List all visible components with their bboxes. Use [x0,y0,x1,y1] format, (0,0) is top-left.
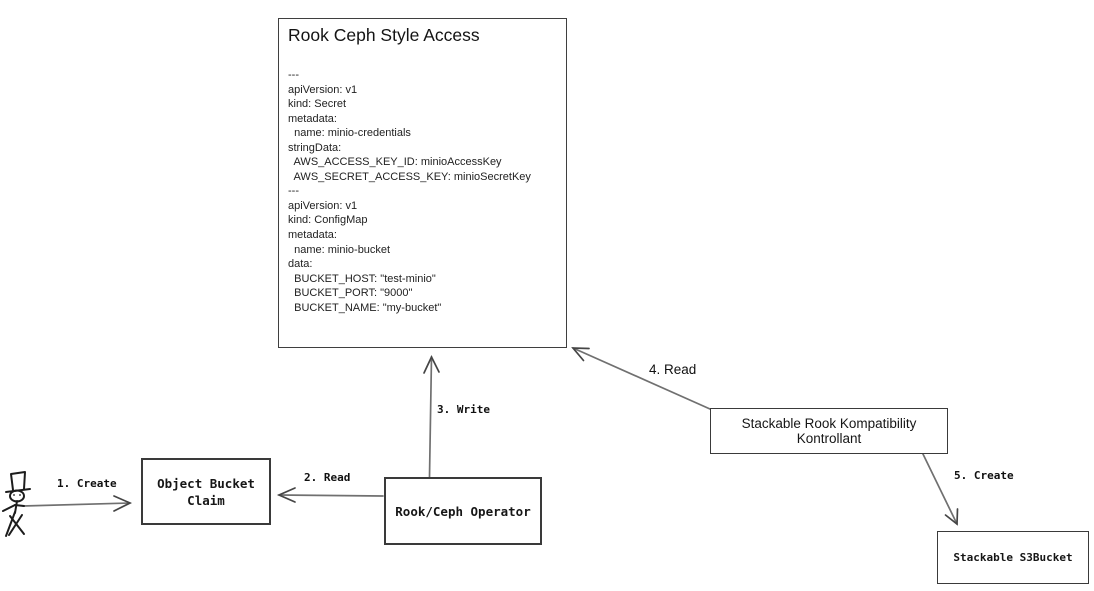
edge-4-read-arrow [571,347,711,410]
edge-label-4-read: 4. Read [649,362,697,377]
user-stick-figure-icon [2,471,31,537]
node-rook-ceph-operator: Rook/Ceph Operator [384,477,542,545]
edge-5-create-arrow [921,451,959,526]
node-stackable-s3bucket: Stackable S3Bucket [937,531,1089,584]
node-title: Rook Ceph Style Access [288,25,480,45]
node-rook-ceph-style-access: Rook Ceph Style Access --- apiVersion: v… [278,18,567,348]
edge-3-write-arrow [423,355,440,478]
edge-1-create-arrow [22,495,133,512]
edge-2-read-arrow [276,487,384,503]
yaml-manifest-text: --- apiVersion: v1 kind: Secret metadata… [288,69,531,314]
edge-label-2-read: 2. Read [304,471,351,484]
node-stackable-rook-kompatibility-kontrollant: Stackable Rook Kompatibility Kontrollant [710,408,948,454]
node-object-bucket-claim: Object Bucket Claim [141,458,271,525]
edge-label-3-write: 3. Write [437,403,490,416]
edge-label-1-create: 1. Create [57,477,117,490]
edge-label-5-create: 5. Create [954,469,1014,482]
